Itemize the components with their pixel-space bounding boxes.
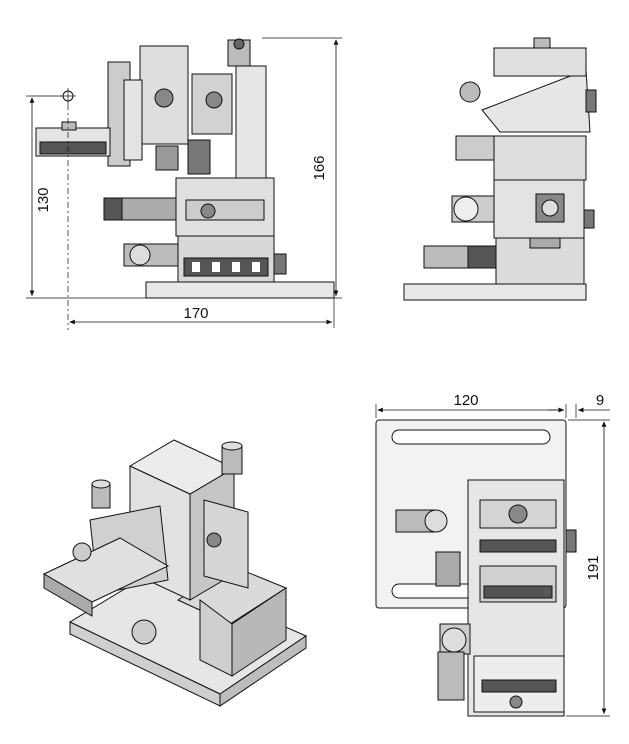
top-view: 120 9 191 bbox=[375, 392, 610, 717]
dimension-120: 120 bbox=[453, 392, 478, 409]
isometric-view bbox=[42, 439, 308, 707]
front-view: 166 130 170 bbox=[26, 37, 342, 330]
side-view bbox=[403, 37, 597, 301]
dimension-191: 191 bbox=[585, 555, 602, 580]
dimension-170: 170 bbox=[183, 305, 208, 322]
dimension-9: 9 bbox=[596, 392, 604, 409]
dimension-130: 130 bbox=[35, 187, 52, 212]
dimension-166: 166 bbox=[311, 155, 328, 180]
